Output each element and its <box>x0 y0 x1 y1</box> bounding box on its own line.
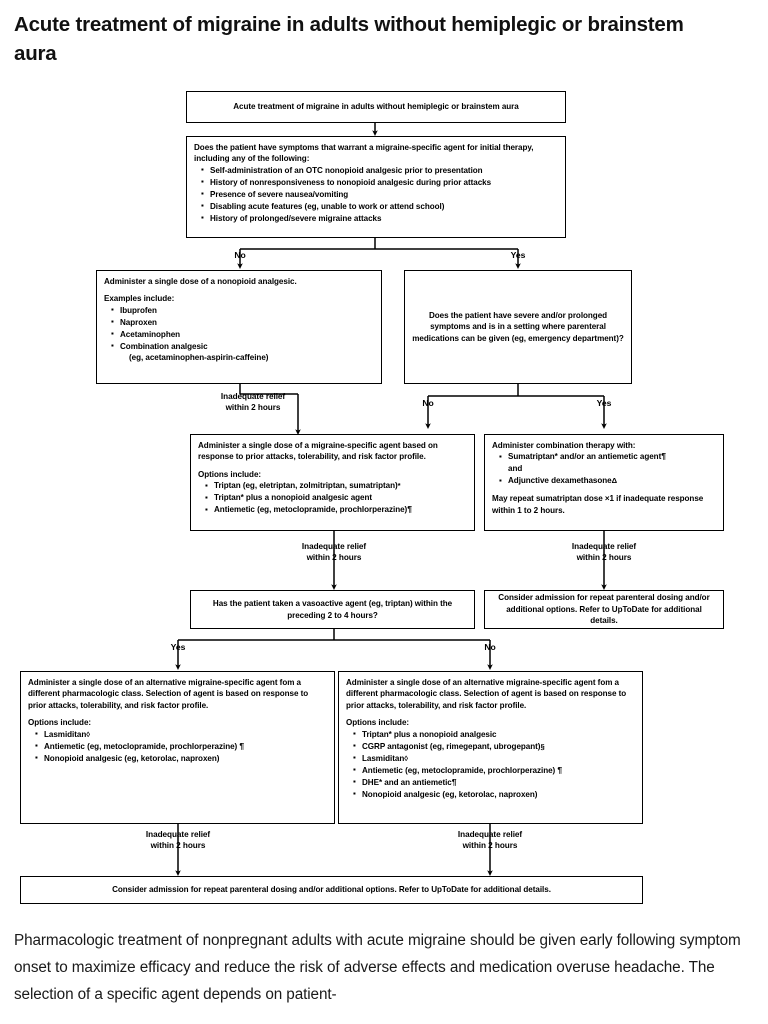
list-item-text: Nonopioid analgesic (eg, ketorolac, napr… <box>44 753 220 763</box>
combination-therapy-list: Sumatriptan* and/or an antiemetic agent¶… <box>492 451 716 487</box>
list-item-text: Triptan* plus a nonopioid analgesic agen… <box>214 493 373 503</box>
node-nonopioid-analgesic: Administer a single dose of a nonopioid … <box>96 270 382 384</box>
footnote-marker: * <box>397 481 401 491</box>
list-item: Adjunctive dexamethasoneΔ <box>499 475 716 487</box>
edge-label-yes-1: Yes <box>510 250 526 260</box>
list-item: History of nonresponsiveness to nonopioi… <box>201 176 558 188</box>
node-symptom-decision-lead: Does the patient have symptoms that warr… <box>194 143 534 164</box>
list-item-continuation: (eg, acetaminophen-aspirin-caffeine) <box>129 353 269 363</box>
footnote-marker: ¶ <box>407 504 412 515</box>
node-consider-admission-right-text: Consider admission for repeat parenteral… <box>498 593 710 626</box>
node-combination-therapy: Administer combination therapy with: Sum… <box>484 434 724 531</box>
list-item: Acetaminophen <box>111 328 374 340</box>
list-item-text: Adjunctive dexamethasone <box>508 476 612 486</box>
alt-agent-no-options-list: Triptan* plus a nonopioid analgesic CGRP… <box>346 728 635 800</box>
edge-label-no-3: No <box>484 642 496 652</box>
footnote-marker: ¶ <box>661 451 666 462</box>
list-item: History of prolonged/severe migraine att… <box>201 212 558 224</box>
list-item: Presence of severe nausea/vomiting <box>201 188 558 200</box>
edge-label-inadequate-d: Inadequate relief within 2 hours <box>145 830 211 850</box>
node-nonopioid-options-label: Examples include: <box>104 294 175 304</box>
list-item-text: Lasmiditan <box>362 753 405 763</box>
list-item-text: Sumatriptan* and/or an antiemetic agent <box>508 452 662 462</box>
list-item-text: Combination analgesic <box>120 341 208 351</box>
list-item: Naproxen <box>111 316 374 328</box>
list-item: Combination analgesic (eg, acetaminophen… <box>111 340 374 364</box>
edge-label-inadequate-a: Inadequate relief within 2 hours <box>220 392 286 412</box>
list-item-text: Nonopioid analgesic (eg, ketorolac, napr… <box>362 789 538 799</box>
page-title: Acute treatment of migraine in adults wi… <box>14 13 684 66</box>
figure-caption: Pharmacologic treatment of nonpregnant a… <box>14 932 741 1003</box>
edge-label-inadequate-e: Inadequate relief within 2 hours <box>457 830 523 850</box>
node-vasoactive-decision-text: Has the patient taken a vasoactive agent… <box>212 599 453 620</box>
symptom-criteria-list: Self-administration of an OTC nonopioid … <box>194 164 558 224</box>
node-symptom-decision: Does the patient have symptoms that warr… <box>186 136 566 238</box>
edge-label-no-2: No <box>422 398 434 408</box>
list-item-text: Triptan* plus a nonopioid analgesic <box>362 729 497 739</box>
node-alt-agent-yes: Administer a single dose of an alternati… <box>20 671 335 824</box>
node-alt-agent-no-lead: Administer a single dose of an alternati… <box>346 678 627 710</box>
node-alt-agent-no: Administer a single dose of an alternati… <box>338 671 643 824</box>
flowchart-diagram: Acute treatment of migraine in adults wi… <box>0 86 768 911</box>
list-item-text: Triptan (eg, eletriptan, zolmitriptan, s… <box>214 481 398 491</box>
list-item-text: Antiemetic (eg, metoclopramide, prochlor… <box>44 741 238 751</box>
footnote-marker: ◊ <box>404 753 408 763</box>
node-vasoactive-decision: Has the patient taken a vasoactive agent… <box>190 590 475 629</box>
footnote-marker: ¶ <box>239 740 245 751</box>
node-final-admission: Consider admission for repeat parenteral… <box>20 876 643 904</box>
list-item: Triptan* plus a nonopioid analgesic <box>353 728 635 740</box>
list-item: Self-administration of an OTC nonopioid … <box>201 164 558 176</box>
edge-label-yes-2: Yes <box>596 398 612 408</box>
list-item-text: and <box>508 464 523 474</box>
list-item: Sumatriptan* and/or an antiemetic agent¶ <box>499 451 716 463</box>
list-item: Triptan (eg, eletriptan, zolmitriptan, s… <box>205 480 467 492</box>
node-combination-footer: May repeat sumatriptan dose ×1 if inadeq… <box>492 494 704 515</box>
list-item: CGRP antagonist (eg, rimegepant, ubrogep… <box>353 740 635 752</box>
list-item: Nonopioid analgesic (eg, ketorolac, napr… <box>353 788 635 800</box>
list-item: DHE* and an antiemetic¶ <box>353 776 635 788</box>
list-item-text: Antiemetic (eg, metoclopramide, prochlor… <box>214 505 408 515</box>
node-start-text: Acute treatment of migraine in adults wi… <box>233 102 519 112</box>
list-item: Nonopioid analgesic (eg, ketorolac, napr… <box>35 752 327 764</box>
list-item: Lasmiditan◊ <box>353 752 635 764</box>
node-combination-lead: Administer combination therapy with: <box>492 441 636 450</box>
flowchart-connectors <box>175 123 607 876</box>
node-alt-agent-yes-options-label: Options include: <box>28 718 92 728</box>
node-alt-agent-yes-lead: Administer a single dose of an alternati… <box>28 678 309 710</box>
node-final-admission-text: Consider admission for repeat parenteral… <box>112 885 551 895</box>
list-item-text: Lasmiditan <box>44 729 87 739</box>
nonopioid-examples-list: Ibuprofen Naproxen Acetaminophen Combina… <box>104 304 374 364</box>
node-consider-admission-right: Consider admission for repeat parenteral… <box>484 590 724 629</box>
footnote-marker: ◊ <box>86 729 90 739</box>
list-item-text: Antiemetic (eg, metoclopramide, prochlor… <box>362 765 556 775</box>
edge-label-no-1: No <box>234 250 246 260</box>
footnote-marker: Δ <box>611 476 618 486</box>
list-item: Antiemetic (eg, metoclopramide, prochlor… <box>205 504 467 516</box>
footnote-marker: ¶ <box>451 776 457 787</box>
alt-agent-yes-options-list: Lasmiditan◊ Antiemetic (eg, metocloprami… <box>28 728 327 764</box>
edge-label-inadequate-c: Inadequate relief within 2 hours <box>571 542 637 562</box>
node-migraine-specific-options-label: Options include: <box>198 469 262 479</box>
node-parenteral-decision: Does the patient have severe and/or prol… <box>404 270 632 384</box>
migraine-specific-options-list: Triptan (eg, eletriptan, zolmitriptan, s… <box>198 480 467 516</box>
edge-label-inadequate-b: Inadequate relief within 2 hours <box>301 542 367 562</box>
node-start: Acute treatment of migraine in adults wi… <box>186 91 566 123</box>
footnote-marker: § <box>540 741 545 751</box>
list-item: Lasmiditan◊ <box>35 728 327 740</box>
list-item: Ibuprofen <box>111 304 374 316</box>
node-nonopioid-lead: Administer a single dose of a nonopioid … <box>104 277 297 286</box>
list-item-text: CGRP antagonist (eg, rimegepant, ubrogep… <box>362 741 541 751</box>
node-migraine-specific-agent: Administer a single dose of a migraine-s… <box>190 434 475 531</box>
list-item: Antiemetic (eg, metoclopramide, prochlor… <box>353 764 635 776</box>
edge-label-yes-3: Yes <box>170 642 186 652</box>
node-alt-agent-no-options-label: Options include: <box>346 718 410 728</box>
list-item-text: DHE* and an antiemetic <box>362 777 452 787</box>
node-parenteral-decision-text: Does the patient have severe and/or prol… <box>412 310 624 343</box>
list-item: Triptan* plus a nonopioid analgesic agen… <box>205 492 467 504</box>
list-item-conjunction: and <box>499 463 716 474</box>
list-item: Disabling acute features (eg, unable to … <box>201 200 558 212</box>
footnote-marker: ¶ <box>557 764 563 775</box>
list-item: Antiemetic (eg, metoclopramide, prochlor… <box>35 740 327 752</box>
node-migraine-specific-lead: Administer a single dose of a migraine-s… <box>198 441 438 462</box>
